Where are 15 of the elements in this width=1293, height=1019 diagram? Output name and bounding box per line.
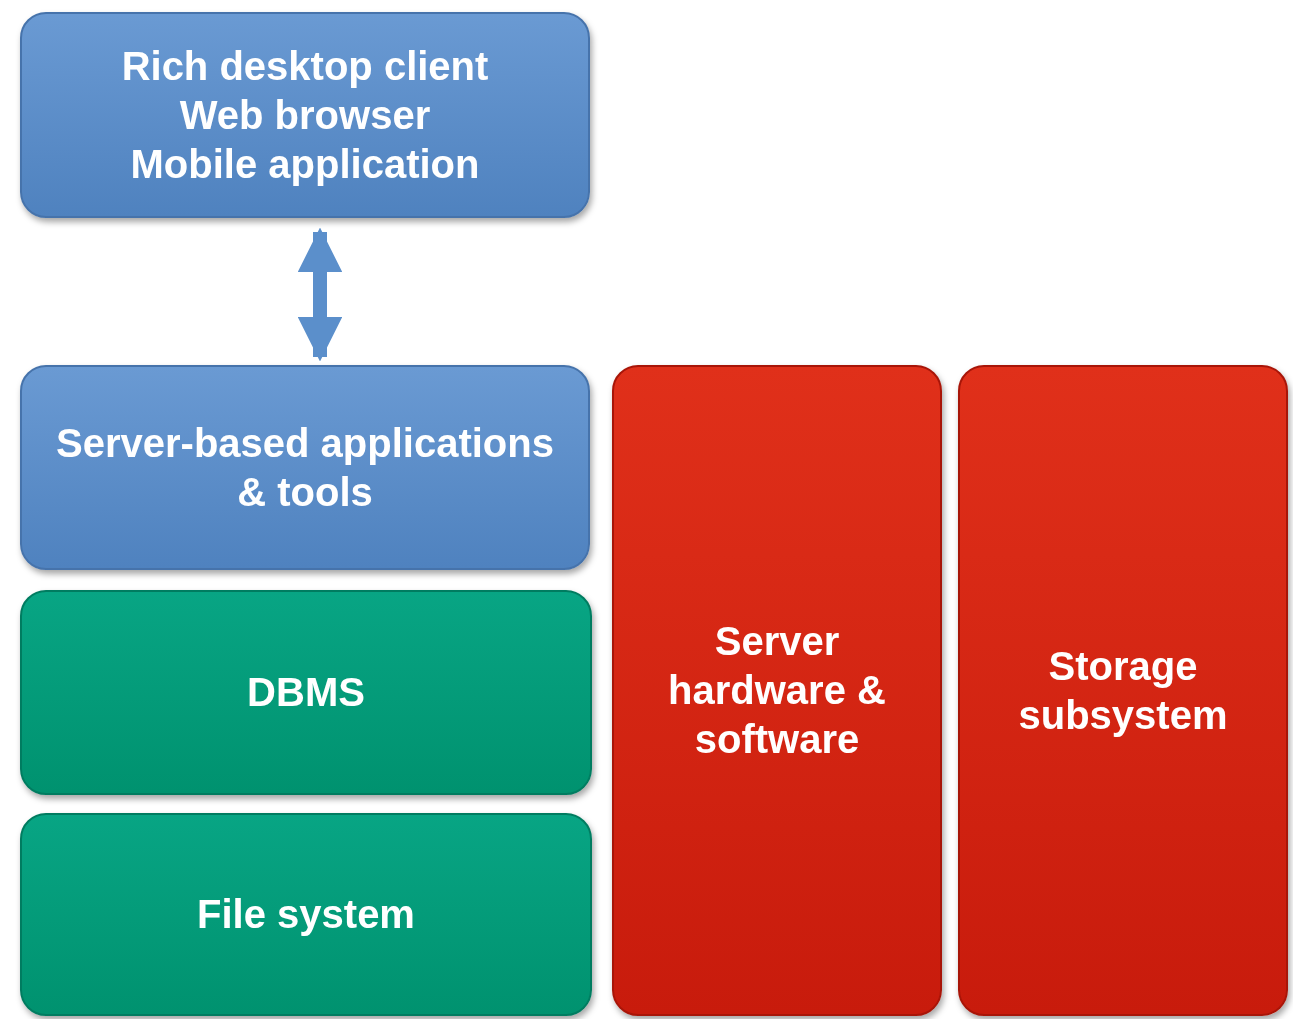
- layer-box: [20, 12, 590, 218]
- layer-label: File system: [197, 891, 415, 938]
- layer-box: [20, 590, 592, 795]
- layer-label: Rich desktop client: [121, 42, 489, 90]
- component-column: [612, 365, 942, 1016]
- double-arrow: [297, 227, 343, 362]
- component-column: [958, 365, 1288, 1016]
- layer-label: DBMS: [247, 669, 365, 716]
- layer-label: Mobile application: [130, 140, 480, 188]
- layer-label: Storage subsystem: [1017, 642, 1229, 739]
- layer-label: Web browser: [179, 91, 431, 139]
- layer-box: [20, 813, 592, 1016]
- layer-label: Server hardware & software: [667, 618, 887, 763]
- layer-label: Server-based applications & tools: [55, 419, 555, 516]
- layer-box: [20, 365, 590, 570]
